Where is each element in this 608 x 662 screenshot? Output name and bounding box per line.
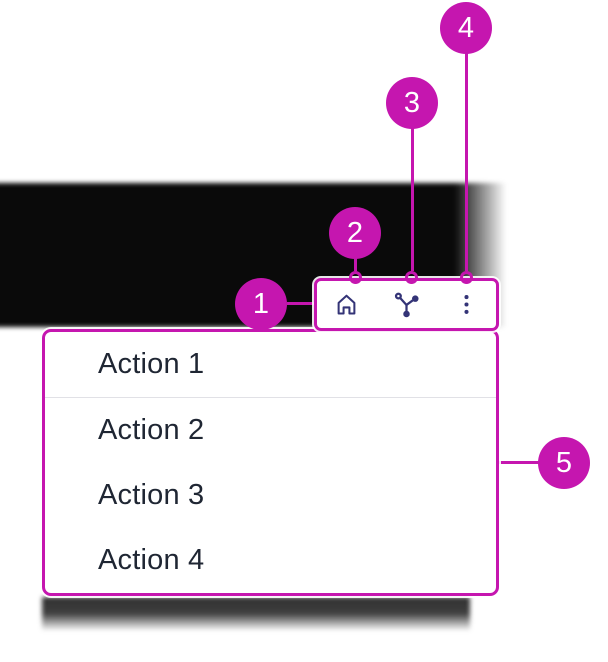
annotation-badge-2: 2 xyxy=(329,207,381,259)
share-icon xyxy=(393,291,420,318)
toolbar xyxy=(314,278,499,331)
annotation-badge-3: 3 xyxy=(386,77,438,129)
annotation-badge-4: 4 xyxy=(440,2,492,54)
connector-line-3 xyxy=(410,128,414,271)
connector-line-5 xyxy=(498,461,540,464)
connector-line-1 xyxy=(287,302,316,305)
menu-item-action-4[interactable]: Action 4 xyxy=(98,544,205,576)
menu-divider xyxy=(45,397,496,398)
dropdown-menu: Action 1 Action 2 Action 3 Action 4 xyxy=(42,329,499,596)
connector-line-2 xyxy=(353,258,357,271)
overflow-menu-button[interactable] xyxy=(438,283,494,327)
menu-item-action-2[interactable]: Action 2 xyxy=(98,414,205,446)
annotation-badge-5: 5 xyxy=(538,437,590,489)
home-button[interactable] xyxy=(319,283,375,327)
menu-item-action-3[interactable]: Action 3 xyxy=(98,479,205,511)
connector-ring-3 xyxy=(405,270,418,284)
share-button[interactable] xyxy=(378,283,434,327)
kebab-menu-icon xyxy=(453,291,480,318)
home-icon xyxy=(333,291,360,318)
menu-item-action-1[interactable]: Action 1 xyxy=(98,348,205,380)
annotation-badge-1: 1 xyxy=(235,278,287,330)
connector-line-4 xyxy=(464,53,468,271)
menu-drop-shadow xyxy=(42,597,470,631)
connector-ring-4 xyxy=(459,270,473,284)
connector-ring-2 xyxy=(348,270,362,284)
